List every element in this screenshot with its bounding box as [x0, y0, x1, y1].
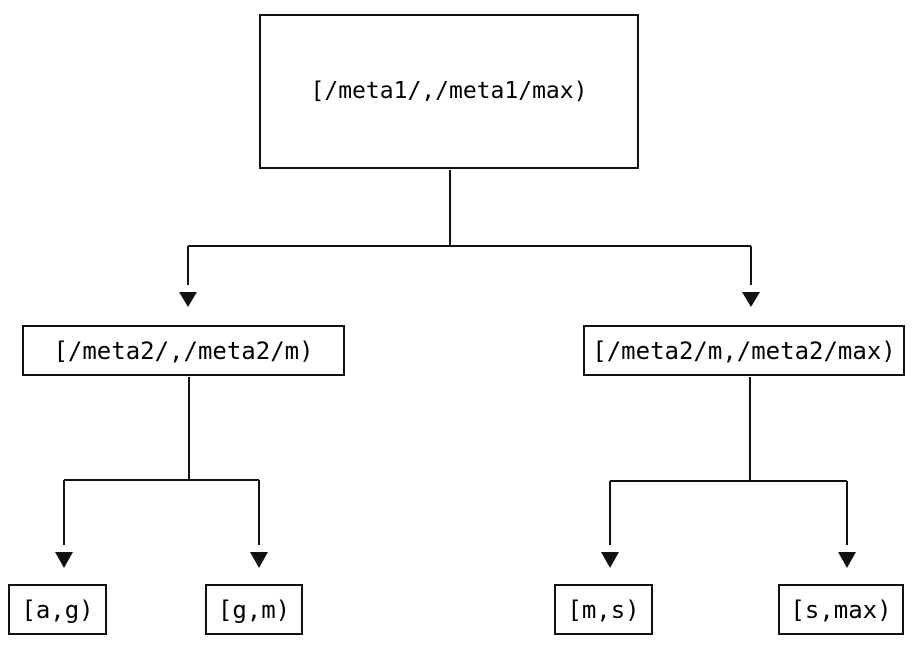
arrowhead-to-a-g: [55, 552, 73, 568]
leaf-node-g-m: [g,m): [205, 584, 303, 635]
leaf-node-m-s: [m,s): [554, 584, 653, 635]
arrowhead-to-s-max: [838, 552, 856, 568]
node-meta2-low: [/meta2/,/meta2/m): [22, 325, 345, 376]
arrowhead-to-meta2-low: [179, 292, 197, 307]
node-meta2-high: [/meta2/m,/meta2/max): [583, 325, 905, 376]
leaf-node-a-g: [a,g): [8, 584, 107, 635]
edge-meta2-low-to-leaves: [55, 377, 268, 568]
edge-meta2-high-to-leaves: [601, 377, 856, 568]
arrowhead-to-m-s: [601, 552, 619, 568]
leaf-node-s-max: [s,max): [778, 584, 904, 635]
arrowhead-to-g-m: [250, 552, 268, 568]
edge-root-to-level2: [179, 170, 760, 307]
node-meta1-range: [/meta1/,/meta1/max): [259, 14, 639, 169]
arrowhead-to-meta2-high: [742, 292, 760, 307]
